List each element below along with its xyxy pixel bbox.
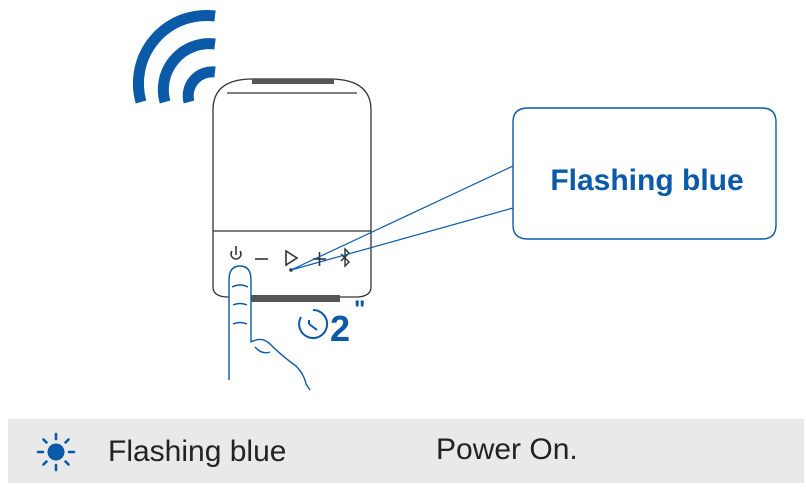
power-icon bbox=[230, 246, 242, 260]
hand-icon bbox=[228, 265, 311, 391]
timer-icon bbox=[298, 308, 329, 339]
hold-duration: 2 bbox=[330, 308, 350, 349]
indicator-label: Flashing blue bbox=[108, 435, 287, 468]
play-icon bbox=[285, 249, 299, 267]
status-row: Flashing blue Power On. bbox=[8, 419, 804, 483]
callout-text: Flashing blue bbox=[550, 164, 743, 197]
top-grille bbox=[252, 79, 334, 84]
wireless-signal-icon bbox=[132, 9, 216, 104]
callout-leader bbox=[290, 165, 514, 271]
callout-box bbox=[512, 107, 777, 240]
bluetooth-icon bbox=[340, 247, 350, 268]
bottom-grille bbox=[250, 295, 340, 302]
indicator-meaning: Power On. bbox=[436, 433, 578, 466]
seconds-mark: " bbox=[354, 296, 365, 323]
speaker-illustration: Flashing blue 2 " bbox=[132, 9, 777, 391]
flashing-light-icon bbox=[36, 432, 76, 472]
